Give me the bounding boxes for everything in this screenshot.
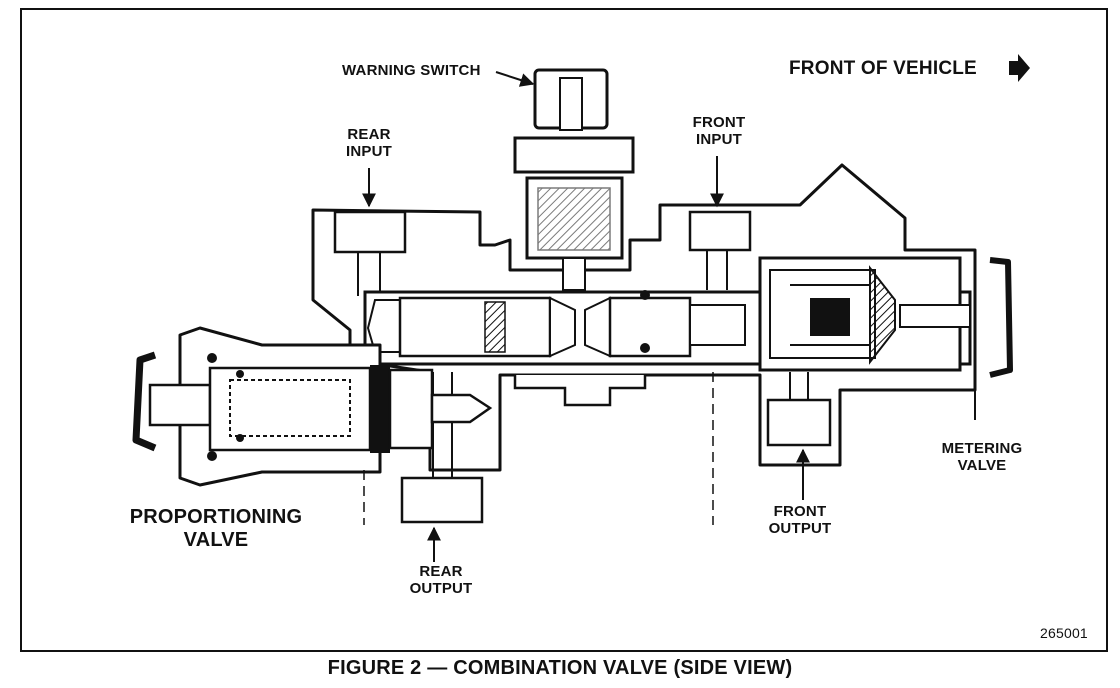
- warning-switch-label: WARNING SWITCH: [342, 62, 481, 79]
- right-arrow-icon: [1009, 54, 1030, 82]
- figure-frame: [20, 8, 1108, 652]
- metering-valve-label: METERING VALVE: [941, 440, 1023, 475]
- proportioning-valve-label: PROPORTIONING VALVE: [129, 506, 303, 551]
- rear-input-port: [333, 210, 407, 296]
- front-of-vehicle-label: FRONT OF VEHICLE: [789, 58, 977, 79]
- front-input-port: [688, 210, 752, 290]
- lower-boss: [513, 375, 647, 407]
- rear-input-label: REAR INPUT: [346, 126, 392, 161]
- front-output-label: FRONT OUTPUT: [768, 503, 832, 538]
- figure-caption: FIGURE 2 — COMBINATION VALVE (SIDE VIEW): [327, 657, 793, 679]
- warning-switch: [513, 68, 635, 291]
- front-input-label: FRONT INPUT: [692, 114, 746, 149]
- proportioning-valve-assembly: [132, 326, 493, 487]
- front-output-port: [766, 372, 832, 447]
- metering-valve-assembly: [758, 256, 1013, 420]
- figure-code: 265001: [1040, 625, 1088, 641]
- warning-switch-leader: [495, 71, 535, 87]
- rear-output-port: [400, 372, 484, 524]
- rear-output-label: REAR OUTPUT: [409, 563, 473, 598]
